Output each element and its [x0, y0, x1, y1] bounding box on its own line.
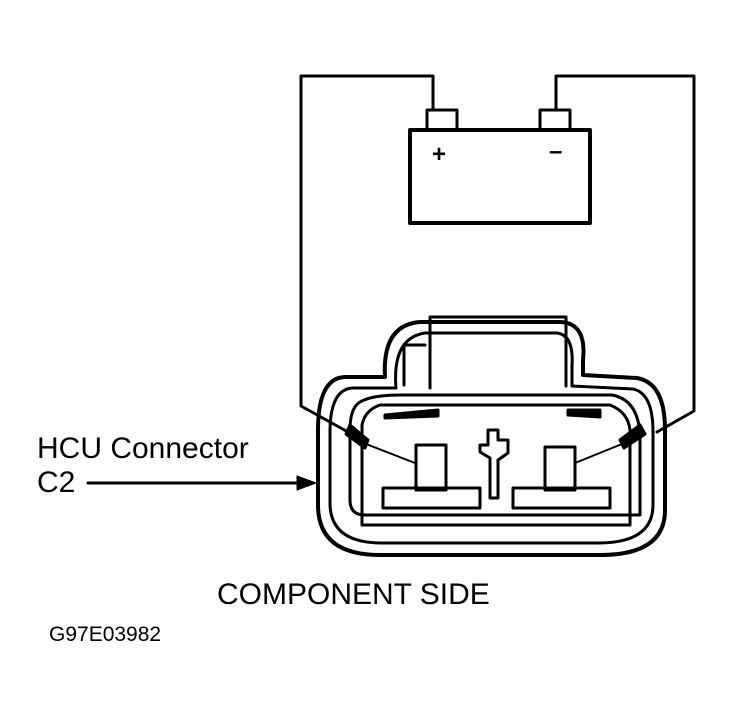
terminal-base-left	[381, 486, 482, 510]
connector-name-label: HCU Connector	[37, 432, 249, 465]
connector-id-label: C2	[37, 466, 76, 499]
battery	[408, 108, 592, 225]
terminal-blade-right	[543, 445, 577, 492]
view-caption: COMPONENT SIDE	[217, 578, 490, 611]
connector-outer-shell	[316, 320, 667, 557]
connector-key-slot-right	[566, 408, 602, 419]
terminal-base-right	[511, 486, 612, 510]
negative-sign: –	[549, 138, 563, 165]
positive-sign: +	[432, 141, 447, 168]
connector-center-divider	[478, 428, 510, 500]
callout-arrowhead	[296, 475, 317, 491]
connector-key-slot-left	[383, 408, 440, 420]
connector-latch-slot	[402, 343, 427, 387]
battery-negative-terminal	[538, 108, 572, 132]
battery-body	[408, 128, 592, 225]
negative-probe-tip	[618, 423, 647, 450]
battery-positive-terminal	[425, 108, 459, 132]
connector-callout	[86, 475, 317, 491]
connector-inner-shell	[328, 331, 655, 545]
negative-probe-lead	[574, 443, 623, 464]
connector-inner-cavity	[348, 393, 642, 517]
positive-probe-tip	[344, 423, 370, 450]
figure-id: G97E03982	[49, 623, 162, 646]
hcu-connector-c2	[316, 315, 667, 557]
negative-jumper-wire	[554, 74, 696, 434]
terminal-blade-left	[414, 443, 448, 492]
positive-probe-lead	[365, 443, 416, 464]
connector-latch	[428, 315, 568, 390]
connector-cavity-rim	[360, 403, 632, 527]
